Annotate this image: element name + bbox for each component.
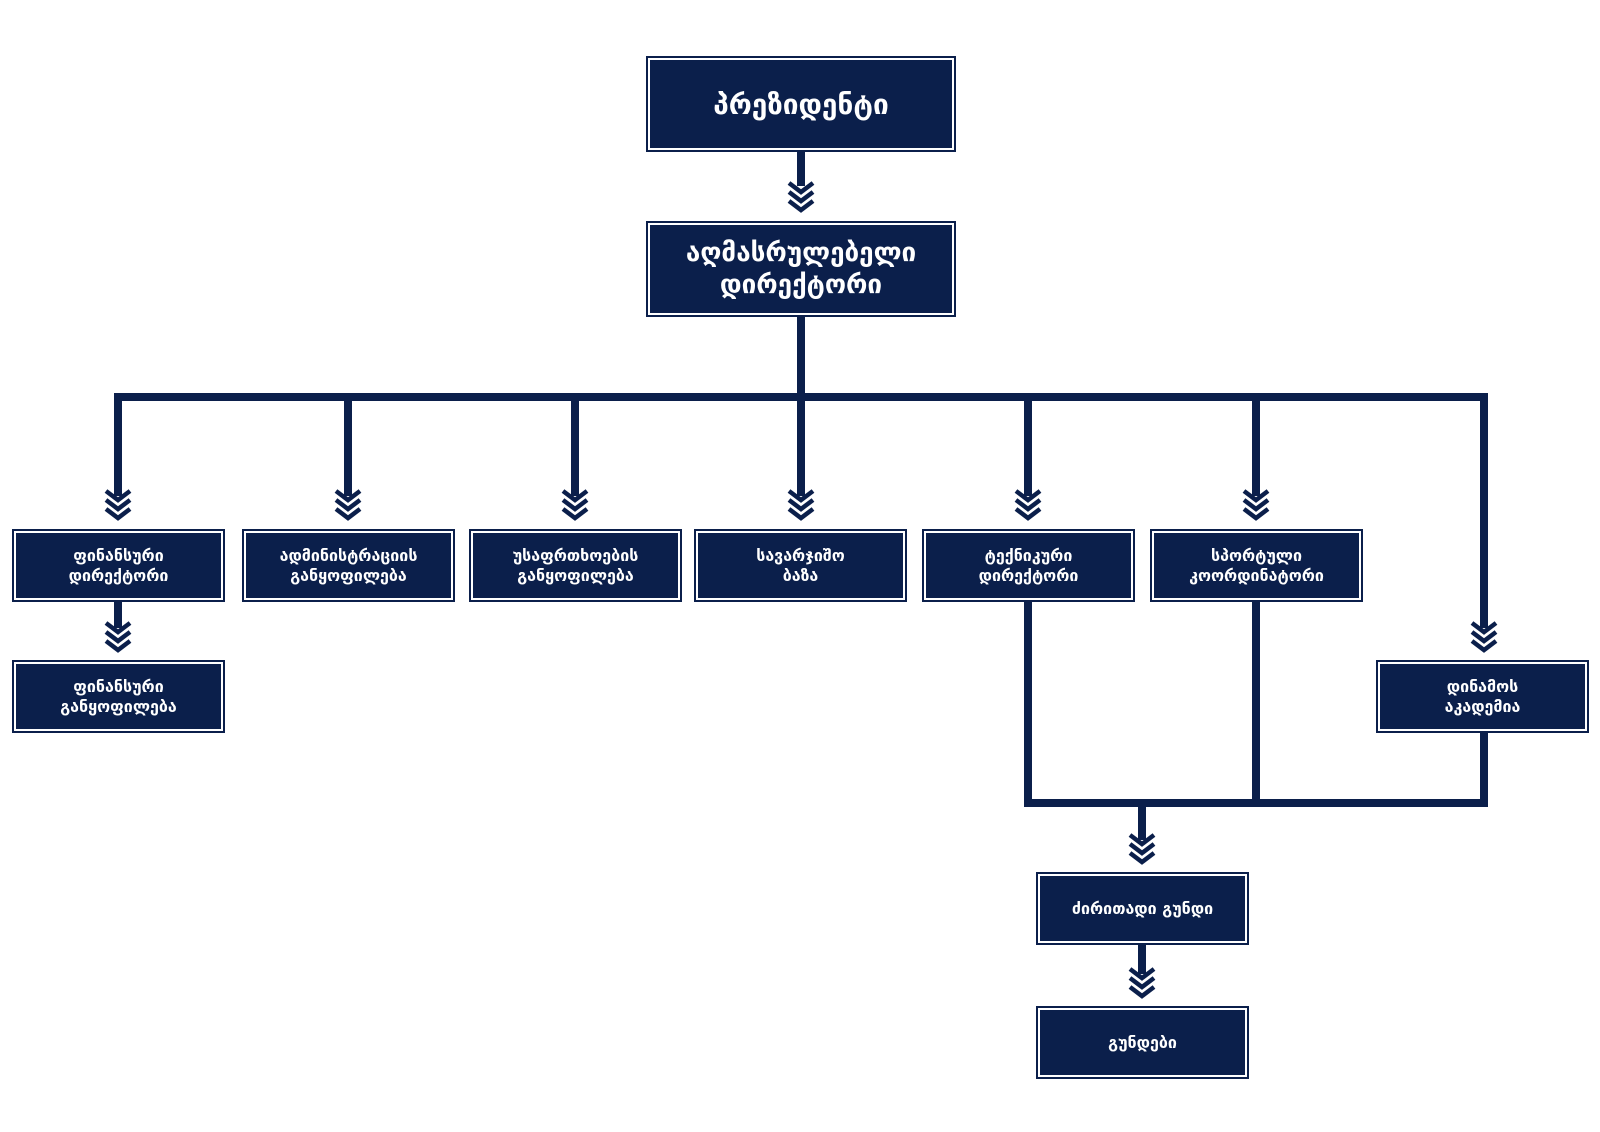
node-executive-director-line-1: აღმასრულებელი [685,237,917,268]
node-teams-line-1: გუნდები [1108,1032,1177,1052]
node-finance-department-line-2: განყოფილება [60,696,177,716]
down-chevron-icon-4 [561,489,589,521]
down-chevron-icon-1 [787,181,815,213]
node-sports-coordinator: სპორტული კოორდინატორი [1150,529,1363,602]
down-chevron-icon-3 [334,489,362,521]
down-chevron-icon-5 [787,489,815,521]
node-president: პრეზიდენტი [646,56,956,152]
node-technical-director-line-2: დირექტორი [978,565,1079,585]
node-sports-coordinator-line-2: კოორდინატორი [1189,565,1324,585]
node-technical-director: ტექნიკური დირექტორი [922,529,1135,602]
down-chevron-icon-9 [104,621,132,653]
node-security-department: უსაფრთხოების განყოფილება [469,529,682,602]
down-chevron-icon-2 [104,489,132,521]
node-technical-director-line-1: ტექნიკური [984,545,1073,565]
node-dinamo-academy-line-2: აკადემია [1444,696,1521,716]
node-dinamo-academy: დინამოს აკადემია [1376,660,1589,733]
node-president-line-1: პრეზიდენტი [713,87,889,121]
node-executive-director: აღმასრულებელი დირექტორი [646,221,956,317]
node-training-base-line-1: სავარჯიშო [756,545,845,565]
node-main-team-line-1: ძირითადი გუნდი [1071,898,1214,918]
node-sports-coordinator-line-1: სპორტული [1210,545,1303,565]
node-main-team: ძირითადი გუნდი [1036,872,1249,945]
down-chevron-icon-11 [1128,967,1156,999]
node-administration-department: ადმინისტრაციის განყოფილება [242,529,455,602]
down-chevron-icon-6 [1014,489,1042,521]
down-chevron-icon-7 [1242,489,1270,521]
node-finance-director: ფინანსური დირექტორი [12,529,225,602]
down-chevron-icon-8 [1470,621,1498,653]
node-administration-department-line-1: ადმინისტრაციის [279,545,418,565]
node-finance-director-line-2: დირექტორი [68,565,169,585]
node-security-department-line-2: განყოფილება [517,565,634,585]
node-finance-director-line-1: ფინანსური [73,545,164,565]
node-teams: გუნდები [1036,1006,1249,1079]
node-finance-department-line-1: ფინანსური [73,676,164,696]
down-chevron-icon-10 [1128,833,1156,865]
node-finance-department: ფინანსური განყოფილება [12,660,225,733]
node-training-base-line-2: ბაზა [782,565,819,585]
node-dinamo-academy-line-1: დინამოს [1446,676,1519,696]
node-administration-department-line-2: განყოფილება [290,565,407,585]
node-training-base: სავარჯიშო ბაზა [694,529,907,602]
node-executive-director-line-2: დირექტორი [719,270,883,300]
node-security-department-line-1: უსაფრთხოების [512,545,639,565]
